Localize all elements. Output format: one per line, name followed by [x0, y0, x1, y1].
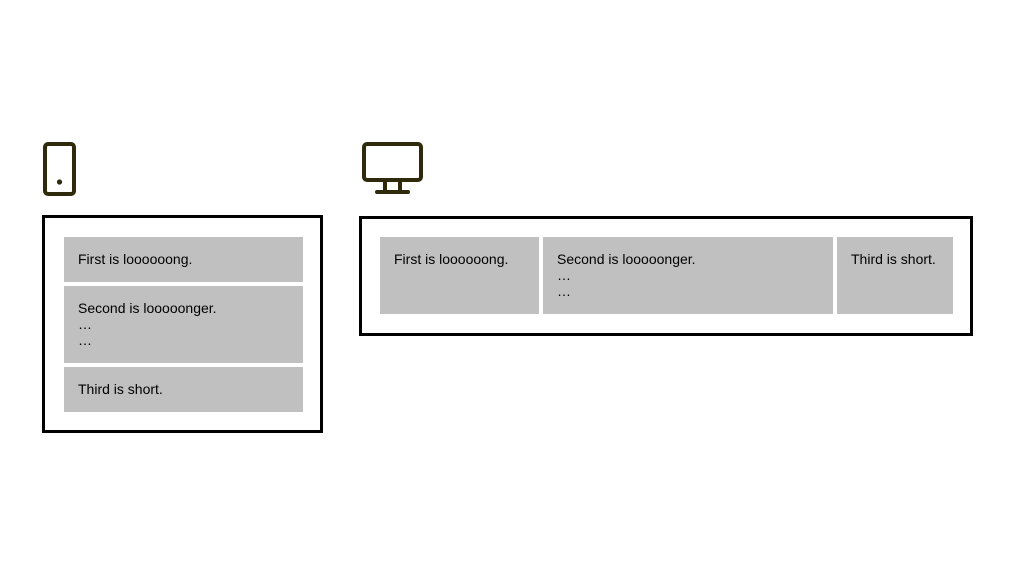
item-text: Second is looooonger. — [78, 300, 217, 316]
mobile-item-stack: First is loooooong. Second is looooonger… — [64, 237, 303, 412]
desktop-item-second: Second is looooonger. … … — [543, 237, 833, 314]
phone-icon — [43, 142, 76, 196]
item-text: First is loooooong. — [78, 251, 193, 267]
item-ellipsis: … — [557, 283, 571, 299]
item-text: Second is looooonger. — [557, 251, 696, 267]
item-ellipsis: … — [78, 332, 92, 348]
desktop-item-row: First is loooooong. Second is looooonger… — [380, 237, 953, 314]
item-ellipsis: … — [557, 267, 571, 283]
desktop-item-first: First is loooooong. — [380, 237, 539, 314]
mobile-item-second: Second is looooonger. … … — [64, 286, 303, 363]
item-text: Third is short. — [78, 381, 163, 397]
item-text: Third is short. — [851, 251, 936, 267]
mobile-layout-frame: First is loooooong. Second is looooonger… — [42, 215, 323, 433]
desktop-item-third: Third is short. — [837, 237, 953, 314]
item-ellipsis: … — [78, 316, 92, 332]
mobile-item-first: First is loooooong. — [64, 237, 303, 282]
desktop-layout-frame: First is loooooong. Second is looooonger… — [359, 216, 973, 336]
item-text: First is loooooong. — [394, 251, 509, 267]
monitor-icon — [362, 142, 423, 194]
mobile-item-third: Third is short. — [64, 367, 303, 412]
